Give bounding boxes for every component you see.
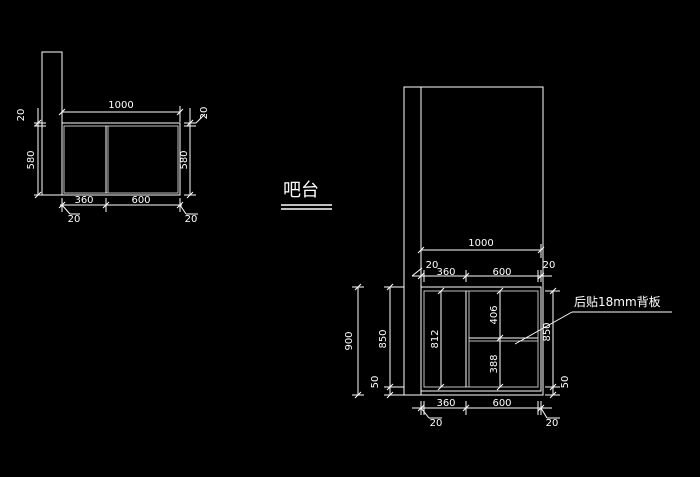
elevation-top-segment-600: 600 [492, 267, 511, 278]
elevation-lower-shelf-388: 388 [489, 354, 500, 373]
elevation-bottom-left-offset: 20 [430, 418, 443, 429]
plan-bottom-left-offset: 20 [68, 214, 81, 225]
back-panel-note: 后贴18mm背板 [574, 295, 661, 309]
plan-bottom-right-offset: 20 [185, 214, 198, 225]
title-underline [281, 204, 332, 210]
drawing-title: 吧台 [283, 180, 319, 201]
elevation-right-plinth-50: 50 [560, 376, 571, 389]
elevation-right-height-850: 850 [542, 322, 553, 341]
elevation-bottom-segment-360: 360 [436, 398, 455, 409]
elevation-cabinet-height-850: 850 [378, 329, 389, 348]
plan-left-offset: 20 [16, 109, 27, 122]
elevation-view [352, 86, 672, 419]
plan-segment-600: 600 [131, 195, 150, 206]
plan-counter-outer [61, 122, 181, 196]
elevation-total-height-900: 900 [344, 331, 355, 350]
plan-width-1000: 1000 [108, 100, 133, 111]
cabinet-inner [423, 290, 539, 388]
plan-right-offset: 20 [199, 107, 210, 120]
elevation-top-right-offset: 20 [543, 260, 556, 271]
elevation-upper-shelf-406: 406 [489, 305, 500, 324]
elevation-top-segment-360: 360 [436, 267, 455, 278]
plan-counter-inner [63, 125, 179, 194]
elevation-width-1000: 1000 [468, 238, 493, 249]
elevation-wall [403, 86, 544, 396]
elevation-plinth-50: 50 [370, 376, 381, 389]
elevation-top-left-offset: 20 [426, 260, 439, 271]
plan-view [34, 51, 206, 215]
plan-depth-right: 580 [179, 150, 190, 169]
plan-segment-360: 360 [74, 195, 93, 206]
elevation-bottom-right-offset: 20 [546, 418, 559, 429]
elevation-inner-height-812: 812 [430, 329, 441, 348]
plan-depth-left: 580 [26, 150, 37, 169]
elevation-bottom-segment-600: 600 [492, 398, 511, 409]
back-panel-leader [514, 311, 573, 345]
